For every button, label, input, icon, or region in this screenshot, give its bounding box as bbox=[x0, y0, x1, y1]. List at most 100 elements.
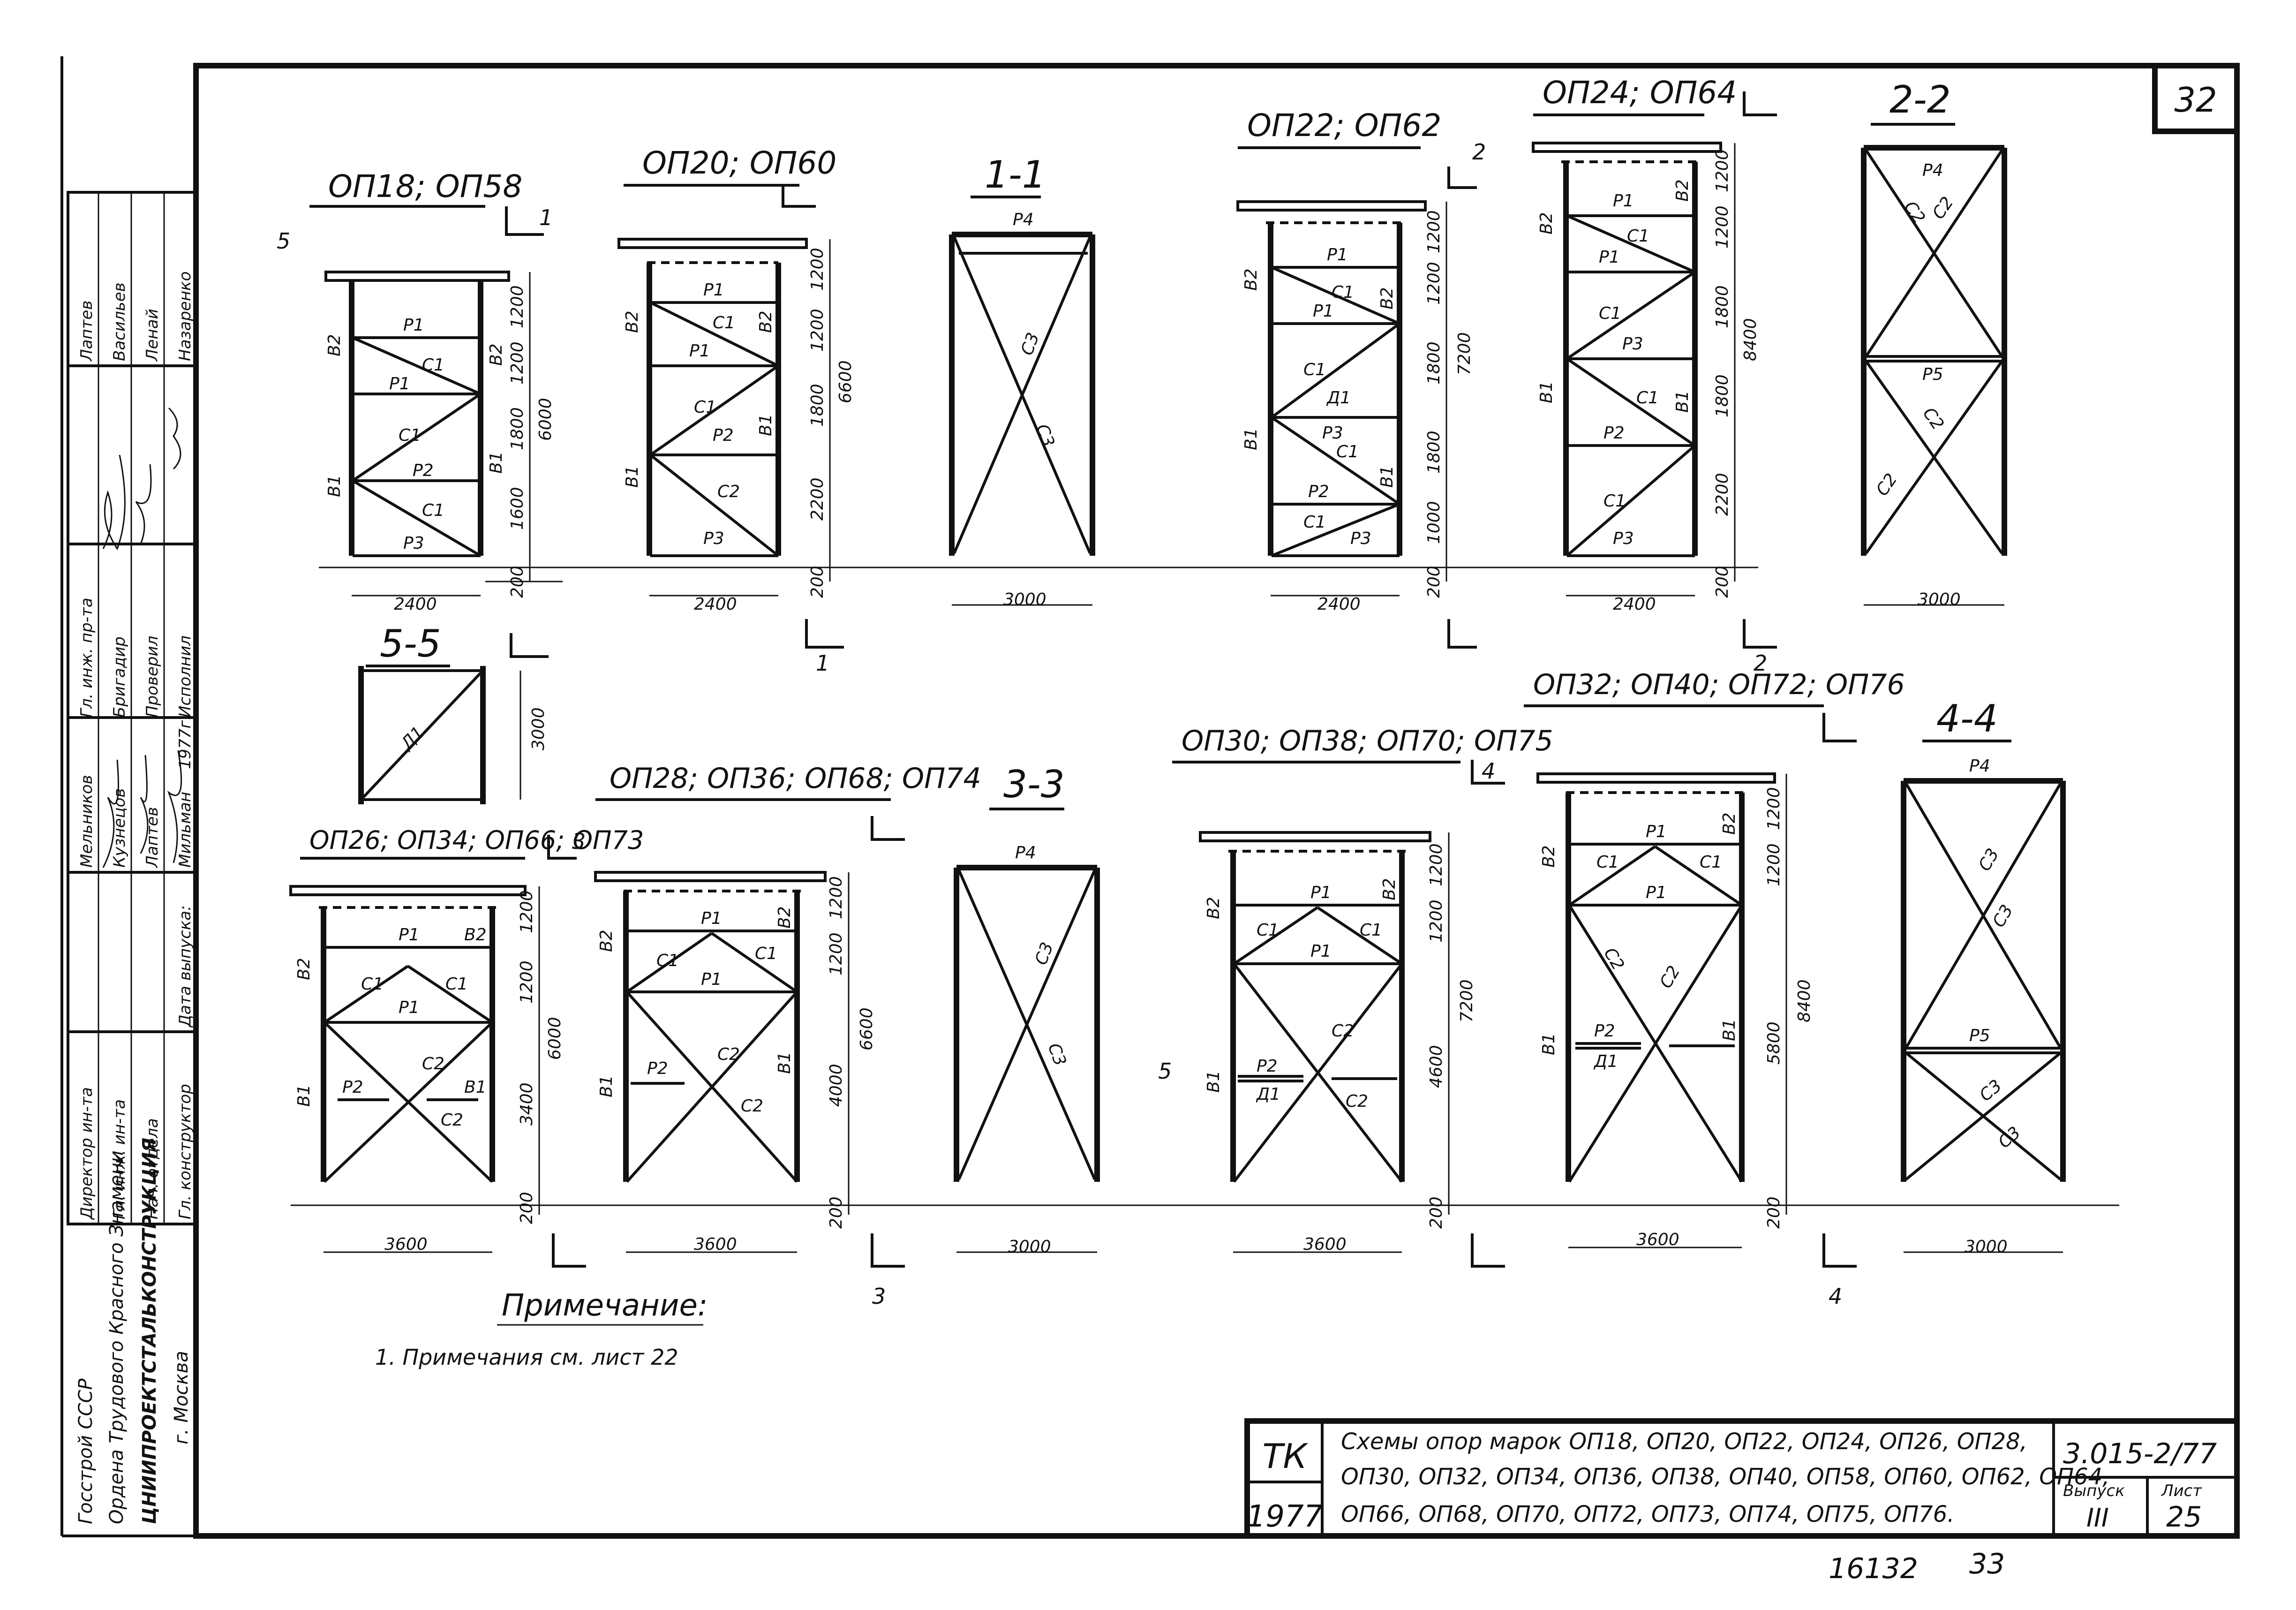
v8-dim-2: 1200 bbox=[1764, 843, 1784, 886]
v7-d1: Д1 bbox=[1256, 1085, 1280, 1104]
view-op20-title: ОП20; ОП60 bbox=[642, 145, 836, 181]
v2-leg-b2: В2 bbox=[623, 310, 642, 333]
v3-p3b: Р3 bbox=[1350, 529, 1371, 548]
v6-dim-2: 1200 bbox=[827, 932, 846, 975]
v4-c1a: С1 bbox=[1627, 227, 1649, 246]
v3-leg-b2r: В2 bbox=[1378, 287, 1397, 310]
v3-p1b: Р1 bbox=[1313, 302, 1334, 321]
v2-p2: Р2 bbox=[713, 426, 734, 445]
stamp-role-8: Гл. конструктор bbox=[176, 1084, 195, 1219]
v5-dim-4: 200 bbox=[517, 1192, 536, 1224]
stamp-role-5: Директор ин-та bbox=[77, 1087, 96, 1220]
v8-c1a: С1 bbox=[1596, 853, 1619, 872]
v3-leg-b2: В2 bbox=[1242, 268, 1261, 291]
section-1-1: 1-1 bbox=[949, 153, 1095, 606]
v7-c1a: С1 bbox=[1257, 921, 1279, 940]
v5-c2b: С2 bbox=[441, 1111, 463, 1130]
mark-1b: 1 bbox=[816, 650, 829, 676]
stamp-name-6: Кузнецов bbox=[110, 788, 129, 868]
s22-c2d: С2 bbox=[1873, 470, 1901, 499]
v1-dim-5: 200 bbox=[508, 566, 527, 598]
v6-dim-3: 4000 bbox=[827, 1064, 846, 1107]
view-op32: ОП32; ОП40; ОП72; ОП76 bbox=[1524, 668, 1905, 1248]
v4-dim-6: 200 bbox=[1713, 566, 1732, 598]
title-desc-1: Схемы опор марок ОП18, ОП20, ОП22, ОП24,… bbox=[1341, 1429, 2027, 1455]
v2-p3: Р3 bbox=[703, 529, 724, 548]
mark-5b: 5 bbox=[1158, 1058, 1172, 1084]
v7-total: 7200 bbox=[1457, 979, 1476, 1022]
v7-width: 3600 bbox=[1303, 1235, 1347, 1254]
doc-code: 3.015-2/77 bbox=[2063, 1437, 2217, 1470]
v2-dim-3: 1800 bbox=[808, 384, 827, 427]
stamp-year: 1977г. bbox=[176, 715, 195, 769]
v1-c1c: С1 bbox=[422, 501, 444, 520]
stamp-role-4: Исполнил bbox=[176, 635, 195, 718]
stamp-role-1: Гл. инж. пр-та bbox=[77, 597, 96, 718]
signatures bbox=[102, 407, 182, 868]
v1-width: 2400 bbox=[394, 595, 437, 614]
section-4-4: 4-4 bbox=[1901, 697, 2066, 1253]
v7-p1b: Р1 bbox=[1310, 942, 1332, 961]
v4-p3b: Р3 bbox=[1613, 529, 1634, 548]
v5-p2: Р2 bbox=[342, 1078, 363, 1097]
v4-dim-1: 1200 bbox=[1713, 149, 1732, 192]
v4-c1b: С1 bbox=[1599, 304, 1621, 323]
s11-p4: Р4 bbox=[1013, 210, 1034, 229]
v3-leg-b1r: В1 bbox=[1378, 465, 1397, 488]
stamp-name-4: Назаренко bbox=[176, 272, 195, 361]
stamp-name-8: Мильман bbox=[176, 792, 195, 868]
v6-dim-1: 1200 bbox=[827, 876, 846, 919]
title-block bbox=[1244, 1418, 2240, 1539]
section-2-2-title: 2-2 bbox=[1889, 78, 1951, 121]
v2-dim-1: 1200 bbox=[808, 248, 827, 291]
v3-total: 7200 bbox=[1455, 332, 1474, 375]
v5-c1b: С1 bbox=[445, 975, 468, 994]
v6-p1: Р1 bbox=[701, 909, 722, 928]
v7-c2a: С2 bbox=[1332, 1021, 1354, 1041]
tk-label: ТК bbox=[1262, 1436, 1308, 1476]
v3-dim-1: 1200 bbox=[1424, 210, 1444, 253]
v2-total: 6600 bbox=[836, 360, 855, 403]
stamp-role-6: Гл. инж. ин-та bbox=[110, 1099, 129, 1219]
v7-c1b: С1 bbox=[1360, 921, 1382, 940]
v3-p2: Р2 bbox=[1308, 482, 1329, 501]
v6-dim-4: 200 bbox=[827, 1196, 846, 1229]
v8-width: 3600 bbox=[1636, 1230, 1679, 1249]
section-3-3-title: 3-3 bbox=[1003, 763, 1065, 806]
v8-leg-b1: В1 bbox=[1539, 1033, 1558, 1055]
note-item: 1. Примечания см. лист 22 bbox=[375, 1345, 678, 1370]
section-2-2: 2-2 bbox=[1861, 78, 2007, 606]
v8-dim-3: 5800 bbox=[1764, 1021, 1784, 1065]
v4-leg-b2r: В2 bbox=[1673, 179, 1692, 202]
page-number: 32 bbox=[2174, 80, 2217, 120]
v1-c1b: С1 bbox=[399, 426, 421, 445]
v3-leg-b1: В1 bbox=[1242, 428, 1261, 450]
v8-p2: Р2 bbox=[1594, 1021, 1615, 1041]
v4-dim-2: 1200 bbox=[1713, 205, 1732, 249]
v7-dim-4: 200 bbox=[1427, 1196, 1446, 1229]
v4-p1: Р1 bbox=[1613, 191, 1634, 211]
v7-p1: Р1 bbox=[1310, 883, 1332, 902]
v5-leg-b1: В1 bbox=[294, 1084, 314, 1107]
v5-total: 6000 bbox=[545, 1017, 565, 1060]
sheet-label: Лист bbox=[2160, 1482, 2202, 1500]
v3-c1d: С1 bbox=[1303, 513, 1326, 532]
section-5-5: 5-5 bbox=[358, 622, 521, 804]
view-op18-title: ОП18; ОП58 bbox=[328, 168, 522, 204]
mark-3a: 3 bbox=[572, 829, 586, 854]
v7-dim-1: 1200 bbox=[1427, 843, 1446, 886]
stamp-name-3: Ленай bbox=[143, 309, 162, 362]
v2-width: 2400 bbox=[694, 595, 737, 614]
stamp-role-7: Нач. отдела bbox=[143, 1118, 162, 1219]
view-op30-title: ОП30; ОП38; ОП70; ОП75 bbox=[1182, 725, 1553, 757]
view-op26: ОП26; ОП34; ОП66; ОП73 bbox=[289, 825, 644, 1253]
v4-dim-3: 1800 bbox=[1713, 285, 1732, 328]
s22-width: 3000 bbox=[1918, 590, 1961, 609]
v3-p3a: Р3 bbox=[1322, 423, 1343, 443]
v6-p1b: Р1 bbox=[701, 970, 722, 989]
view-op26-title: ОП26; ОП34; ОП66; ОП73 bbox=[309, 825, 644, 855]
v1-dim-1: 1200 bbox=[508, 285, 527, 328]
v3-dim-2: 1200 bbox=[1424, 262, 1444, 305]
v3-dim-5: 1000 bbox=[1424, 501, 1444, 544]
